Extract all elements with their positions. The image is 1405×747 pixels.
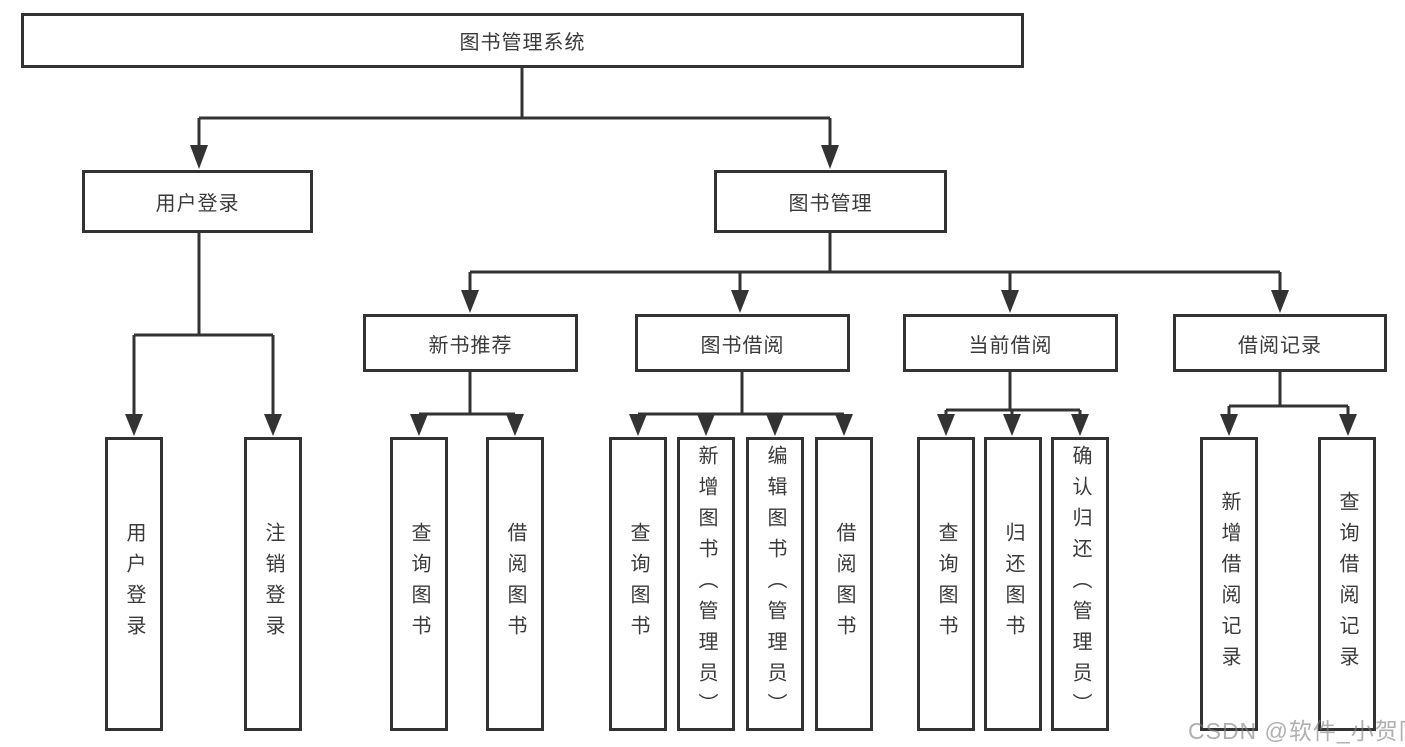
arrowhead	[1003, 414, 1021, 436]
node-label: 注销登录	[262, 522, 284, 646]
node-label: 新书推荐	[428, 334, 513, 357]
csdn-watermark: CSDN @软件_小贺同学	[1188, 718, 1405, 744]
arrowhead	[190, 145, 208, 169]
arrowhead	[125, 414, 143, 436]
node-label: 用户登录	[123, 522, 145, 646]
node-book-borrowing: 图书借阅	[635, 314, 850, 372]
node-root-library-system: 图书管理系统	[21, 13, 1024, 68]
arrowhead	[835, 414, 853, 436]
arrowhead	[731, 290, 749, 313]
node-label: 查询图书	[627, 522, 649, 646]
node-label: 借阅记录	[1238, 334, 1322, 357]
edge-newbook-to-leaves	[419, 372, 515, 416]
node-new-book-recommend: 新书推荐	[363, 314, 578, 372]
node-label: 图书管理系统	[459, 32, 586, 54]
leaf-add-books-admin: 新增图书（管理员）	[677, 437, 735, 731]
node-label: 图书借阅	[700, 334, 785, 357]
edge-borrow-to-leaves	[638, 372, 844, 416]
arrowhead	[410, 414, 428, 436]
leaf-query-borrow-record: 查询借阅记录	[1318, 437, 1376, 731]
arrowhead	[629, 414, 647, 436]
arrowhead	[1339, 414, 1357, 436]
leaf-borrow-books-recommend: 借阅图书	[486, 437, 544, 731]
leaf-return-books: 归还图书	[984, 437, 1042, 731]
node-borrowing-records: 借阅记录	[1173, 314, 1387, 372]
node-label: 查询借阅记录	[1336, 491, 1358, 677]
arrowhead	[766, 414, 784, 436]
edge-bookmgmt-to-level3	[468, 233, 1282, 292]
leaf-edit-books-admin: 编辑图书（管理员）	[746, 437, 804, 731]
arrowhead	[506, 414, 524, 436]
leaf-logout: 注销登录	[244, 437, 302, 731]
edge-records-to-leaves	[1227, 372, 1350, 415]
arrowhead	[1071, 414, 1089, 436]
arrowhead	[1271, 290, 1289, 313]
arrowhead	[461, 290, 479, 313]
node-label: 新增借阅记录	[1218, 491, 1240, 677]
node-label: 借阅图书	[833, 522, 855, 646]
leaf-borrow-books: 借阅图书	[815, 437, 873, 731]
arrowhead	[1001, 290, 1019, 313]
node-label: 查询图书	[408, 522, 430, 646]
node-book-management: 图书管理	[714, 170, 947, 233]
node-label: 借阅图书	[504, 522, 526, 646]
arrowhead	[821, 145, 839, 169]
edge-userlogin-to-leaves	[132, 233, 275, 415]
edge-current-to-leaves	[944, 372, 1082, 415]
node-user-login: 用户登录	[82, 170, 313, 233]
leaf-confirm-return-admin: 确认归还（管理员）	[1051, 437, 1109, 731]
node-label: 图书管理	[788, 193, 873, 215]
edge-root-to-level2	[197, 67, 832, 147]
node-current-borrowing: 当前借阅	[903, 314, 1118, 372]
arrowhead	[697, 414, 715, 436]
leaf-query-books-borrowing: 查询图书	[609, 437, 667, 731]
arrowhead	[937, 414, 955, 436]
node-label: 确认归还（管理员）	[1069, 444, 1091, 724]
leaf-query-books-current: 查询图书	[917, 437, 975, 731]
node-label: 编辑图书（管理员）	[764, 444, 786, 724]
node-label: 当前借阅	[968, 334, 1053, 357]
node-label: 查询图书	[935, 522, 957, 646]
arrowhead	[1220, 414, 1238, 436]
leaf-add-borrow-record: 新增借阅记录	[1200, 437, 1258, 731]
leaf-query-books-recommend: 查询图书	[390, 437, 448, 731]
arrowhead	[264, 414, 282, 436]
node-label: 用户登录	[155, 193, 240, 215]
leaf-user-login: 用户登录	[105, 437, 163, 731]
node-label: 新增图书（管理员）	[695, 444, 717, 724]
node-label: 归还图书	[1002, 522, 1024, 646]
